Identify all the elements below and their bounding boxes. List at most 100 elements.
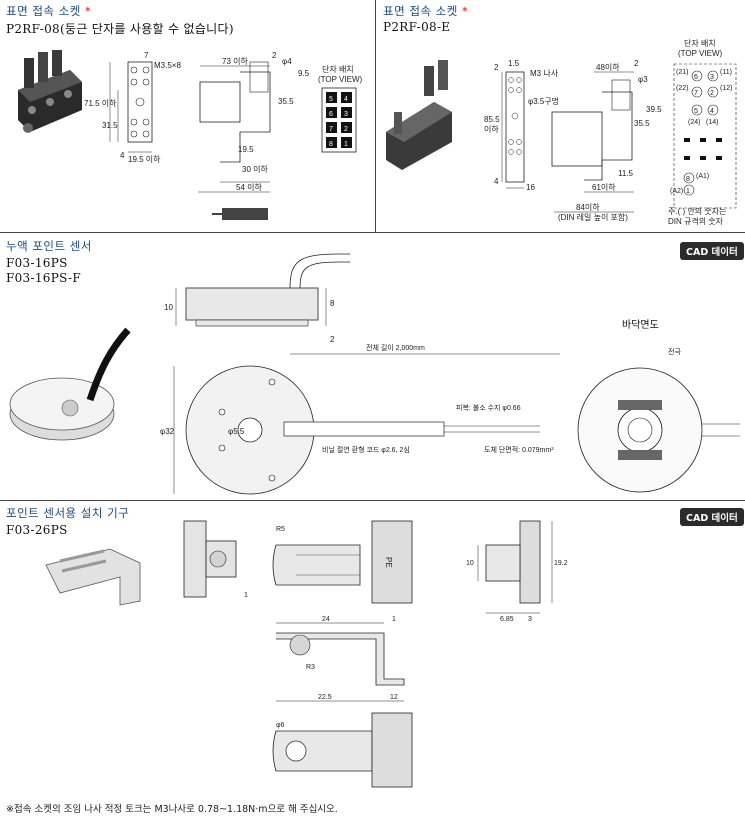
dim-phi3-5: φ3.5구멍 [528, 96, 559, 106]
dim-phi4: φ4 [282, 57, 292, 66]
terminal-label: 단자 배치 [322, 64, 354, 74]
model-p2rf08: P2RF-08(둥근 단자를 사용할 수 없습니다) [6, 22, 234, 36]
dim-2: 2 [494, 63, 499, 72]
dim-31-5: 31.5 [102, 121, 118, 130]
pe-label: PE [384, 557, 393, 568]
dim-phi5-5: φ5.5 [228, 427, 245, 436]
dim-1b: 1 [392, 616, 396, 623]
pin-24: (24) [688, 119, 700, 126]
pin-21: (21) [676, 69, 688, 76]
dim-2: 2 [272, 51, 277, 60]
dim-m3: M3.5×8 [154, 61, 181, 70]
dim-48: 48이하 [596, 62, 620, 72]
pin-a2: (A2) [670, 188, 683, 195]
dim-total-length: 전체 길이 2,000mm [366, 343, 425, 352]
terminal-label: 단자 배치 [684, 38, 716, 48]
note-1: 주.( ) 안의 숫자는 [668, 206, 726, 216]
p2rf08-dimension-drawing: 7 M3.5×8 71.5 이하 31.5 4 19.5 이하 73 이하 2 … [84, 51, 362, 220]
pin-8: 8 [686, 176, 690, 183]
p2rf08e-dimension-drawing: 2 1.5 M3 나사 φ3.5구멍 85.5 이하 4 16 48이하 2 φ… [386, 38, 737, 226]
title-text: 표면 접속 소켓 [6, 4, 81, 18]
dim-1-5: 1.5 [508, 59, 520, 68]
dim-10: 10 [164, 303, 173, 312]
star-mark: * [84, 4, 92, 18]
dim-phi3: φ3 [638, 75, 648, 84]
dim-71-5: 71.5 이하 [84, 98, 117, 108]
section-title-f0316: 누액 포인트 센서 [6, 239, 92, 253]
dim-54: 54 이하 [236, 182, 262, 192]
dim-85-5: 85.5 [484, 115, 500, 124]
dim-8: 8 [330, 299, 335, 308]
pin-7: 7 [329, 126, 333, 133]
dim-84: 84이하 [576, 202, 600, 212]
star-mark: * [461, 4, 469, 18]
cad-data-button-f0316[interactable]: CAD 데이터 [680, 242, 744, 260]
dim-11-5: 11.5 [618, 169, 634, 178]
section-title-p2rf08e: 표면 접속 소켓 * [383, 3, 468, 19]
model-f0316ps: F03-16PS [6, 256, 68, 270]
f0326-dimension-drawing: 1 PE R5 10 19.2 6.85 3 24 1 R3 22.5 12 φ… [45, 520, 568, 788]
model-p2rf08e: P2RF-08-E [383, 20, 451, 34]
pin-3: 3 [344, 111, 348, 118]
dim-9-5: 9.5 [298, 69, 310, 78]
electrode-label: 전극 [668, 347, 681, 356]
pin-5: 5 [329, 96, 333, 103]
top-view-label: (TOP VIEW) [318, 75, 362, 84]
cad-data-button-f0326[interactable]: CAD 데이터 [680, 508, 744, 526]
dim-22-5: 22.5 [318, 694, 332, 701]
divider-horizontal-1 [0, 232, 745, 233]
dim-10: 10 [466, 560, 474, 567]
note-2: DIN 규격의 숫자 [668, 216, 724, 226]
dim-35-5: 35.5 [278, 97, 294, 106]
pin-7: 7 [694, 90, 698, 97]
dim-24: 24 [322, 616, 330, 623]
dim-19-5a: 19.5 이하 [128, 154, 161, 164]
dim-r5: R5 [276, 526, 285, 533]
dim-coat: 피복: 불소 수지 φ0.66 [456, 403, 521, 412]
model-f0326ps: F03-26PS [6, 523, 68, 537]
dim-30: 30 이하 [242, 164, 268, 174]
pin-6: 6 [694, 74, 698, 81]
socket-photo-p2rf08 [18, 50, 82, 133]
dim-7: 7 [144, 51, 149, 60]
dim-phi6: φ6 [276, 722, 285, 729]
model-f0316ps-f: F03-16PS-F [6, 271, 82, 285]
divider-horizontal-2 [0, 500, 745, 501]
dim-16: 16 [526, 183, 535, 192]
dim-61: 61이하 [592, 182, 616, 192]
pin-2: 2 [710, 90, 714, 97]
dim-cord: 비닐 절연 환형 코드 φ2.6, 2심 [322, 445, 410, 454]
dim-73: 73 이하 [222, 56, 248, 66]
pin-5: 5 [694, 108, 698, 115]
divider-vertical [375, 0, 376, 232]
dim-phi32: φ32 [160, 427, 175, 436]
top-view-label: (TOP VIEW) [678, 49, 722, 58]
pin-1: 1 [344, 141, 348, 148]
pin-3: 3 [710, 74, 714, 81]
pin-6: 6 [329, 111, 333, 118]
dim-4: 4 [494, 177, 499, 186]
pin-12: (12) [720, 85, 732, 92]
dim-19-5b: 19.5 [238, 145, 254, 154]
dim-39-5: 39.5 [646, 105, 662, 114]
pin-1: 1 [686, 188, 690, 195]
dim-12: 12 [390, 694, 398, 701]
pin-a1: (A1) [696, 173, 709, 180]
pin-8: 8 [329, 141, 333, 148]
dim-m3-screw: M3 나사 [530, 69, 559, 78]
dim-1: 1 [244, 592, 248, 599]
dim-2: 2 [330, 335, 335, 344]
dim-19-2: 19.2 [554, 560, 568, 567]
f0316-dimension-drawing: 10 8 2 φ32 φ5.5 전체 길이 2,000mm 피복: 불소 수지 … [9, 253, 740, 495]
pin-11: (11) [720, 69, 732, 76]
section-title-p2rf08: 표면 접속 소켓 * [6, 3, 91, 19]
pin-2: 2 [344, 126, 348, 133]
title-text: 표면 접속 소켓 [383, 4, 458, 18]
dim-r3: R3 [306, 664, 315, 671]
pin-22: (22) [676, 85, 688, 92]
dim-2b: 2 [634, 59, 639, 68]
dim-35-5: 35.5 [634, 119, 650, 128]
dim-4: 4 [120, 151, 125, 160]
dim-cross-section: 도체 단면적: 0.079mm² [484, 445, 554, 454]
pin-4: 4 [344, 96, 348, 103]
